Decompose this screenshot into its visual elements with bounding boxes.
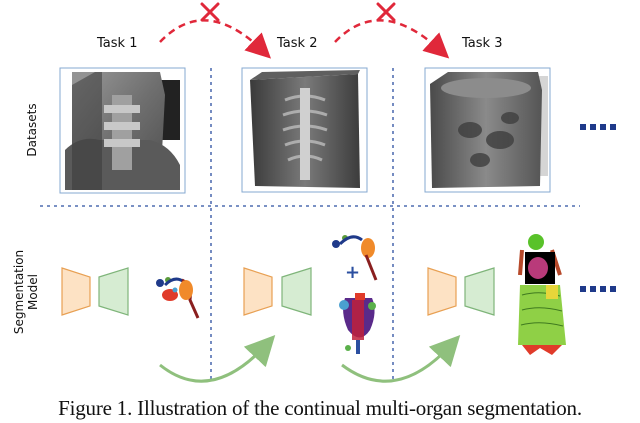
forbidden-arrow-2 — [334, 2, 450, 59]
encoder-shape — [427, 267, 457, 316]
task-1-label: Task 1 — [97, 36, 138, 51]
datasets-row-label: Datasets — [25, 103, 39, 157]
cross-icon — [200, 2, 220, 22]
encoder-shape — [61, 267, 91, 316]
ct-volume-task1 — [59, 67, 186, 194]
model-task2 — [243, 267, 312, 316]
segmentation-label-line1: Segmentation — [12, 249, 26, 335]
divider-lines — [40, 68, 580, 380]
encoder-shape — [243, 267, 273, 316]
task-2-label: Task 2 — [277, 36, 318, 51]
ellipsis-dots-row1 — [580, 124, 616, 130]
decoder-shape — [281, 267, 312, 316]
forbidden-arrow-1 — [159, 2, 271, 59]
cross-icon — [376, 2, 396, 22]
decoder-shape — [98, 267, 129, 316]
figure-caption: Figure 1. Illustration of the continual … — [58, 396, 582, 420]
organ-segmentation-task1 — [156, 277, 200, 319]
decoder-shape — [464, 267, 495, 316]
task-3-label: Task 3 — [462, 36, 503, 51]
ct-volume-task2 — [241, 67, 368, 193]
model-task1 — [61, 267, 129, 316]
segmentation-label-line2: Model — [26, 273, 40, 311]
organ-segmentation-task2: + — [332, 235, 378, 354]
organ-segmentation-task3 — [518, 234, 566, 355]
transfer-arrow-1 — [159, 335, 276, 383]
ellipsis-dots-row2 — [580, 286, 616, 292]
model-task3 — [427, 267, 495, 316]
ct-volume-task3 — [424, 67, 551, 193]
plus-sign: + — [345, 262, 360, 283]
segmentation-model-row-label: Segmentation Model — [12, 242, 40, 342]
transfer-arrow-2 — [341, 335, 461, 383]
